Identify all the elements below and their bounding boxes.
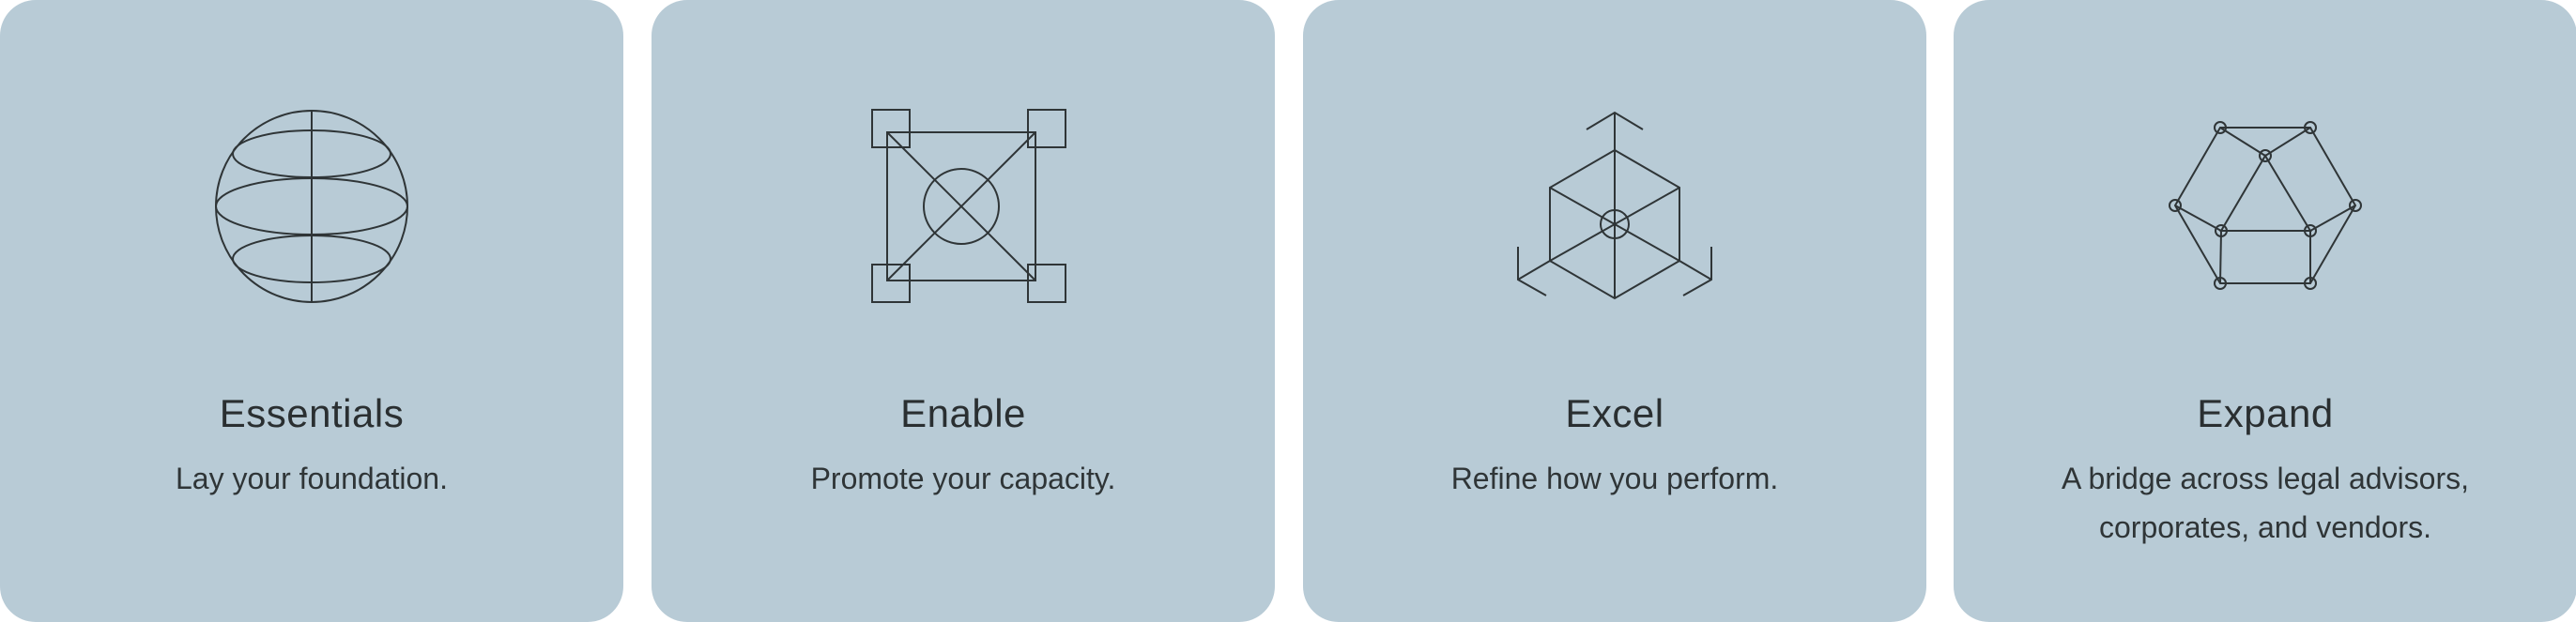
card-excel: Excel Refine how you perform. [1303, 0, 1926, 622]
card-title: Enable [900, 391, 1026, 435]
frame-crosshair-icon [851, 94, 1076, 319]
card-description: Refine how you perform. [1450, 462, 1779, 495]
card-title: Essentials [219, 391, 405, 435]
card-description: A bridge across legal advisors, corporat… [2062, 462, 2469, 544]
card-enable: Enable Promote your capacity. [652, 0, 1275, 622]
cube-icon [1502, 94, 1727, 319]
card-title: Expand [2197, 391, 2334, 435]
card-title: Excel [1565, 391, 1664, 435]
card-description: Promote your capacity. [810, 462, 1116, 495]
card-essentials: Essentials Lay your foundation. [0, 0, 623, 622]
network-icon [2153, 94, 2378, 319]
card-expand: Expand A bridge across legal advisors, c… [1954, 0, 2576, 622]
card-description: Lay your foundation. [176, 462, 448, 495]
globe-icon [199, 94, 424, 319]
